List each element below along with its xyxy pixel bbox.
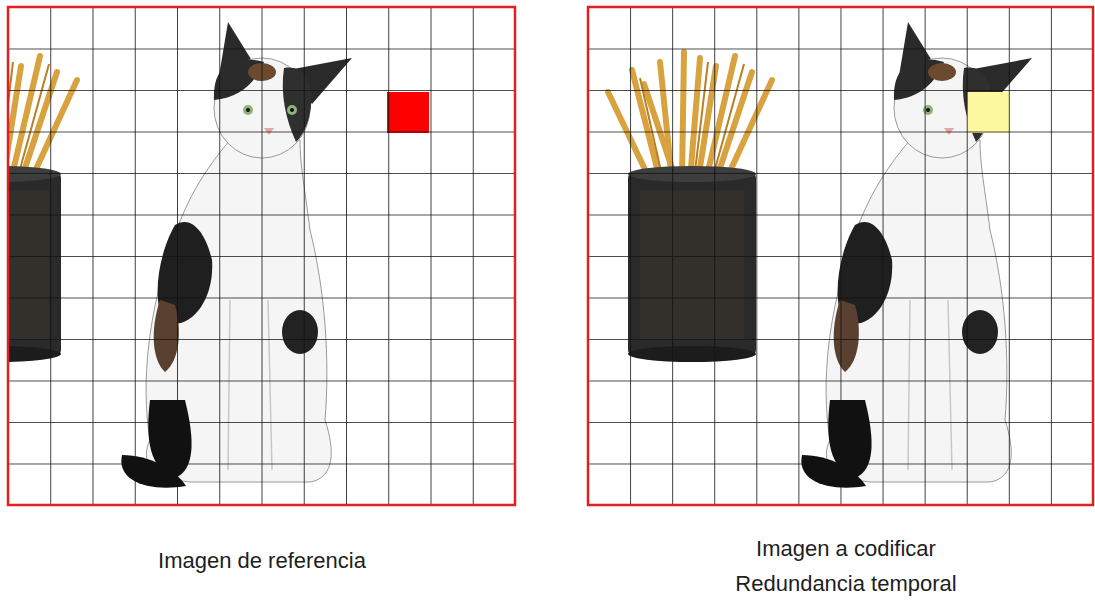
caption-text: Imagen a codificar xyxy=(756,536,936,562)
frame-ground xyxy=(8,7,515,505)
block-grid xyxy=(588,7,1093,505)
frame-border xyxy=(588,7,1093,505)
coded-frame xyxy=(588,7,1093,505)
reference-frame xyxy=(0,7,515,505)
block-grid xyxy=(8,7,515,505)
frame-ground xyxy=(588,7,1093,505)
caption-text: Redundancia temporal xyxy=(735,571,956,597)
frame-border xyxy=(8,7,515,505)
caption-text: Imagen de referencia xyxy=(158,548,366,574)
